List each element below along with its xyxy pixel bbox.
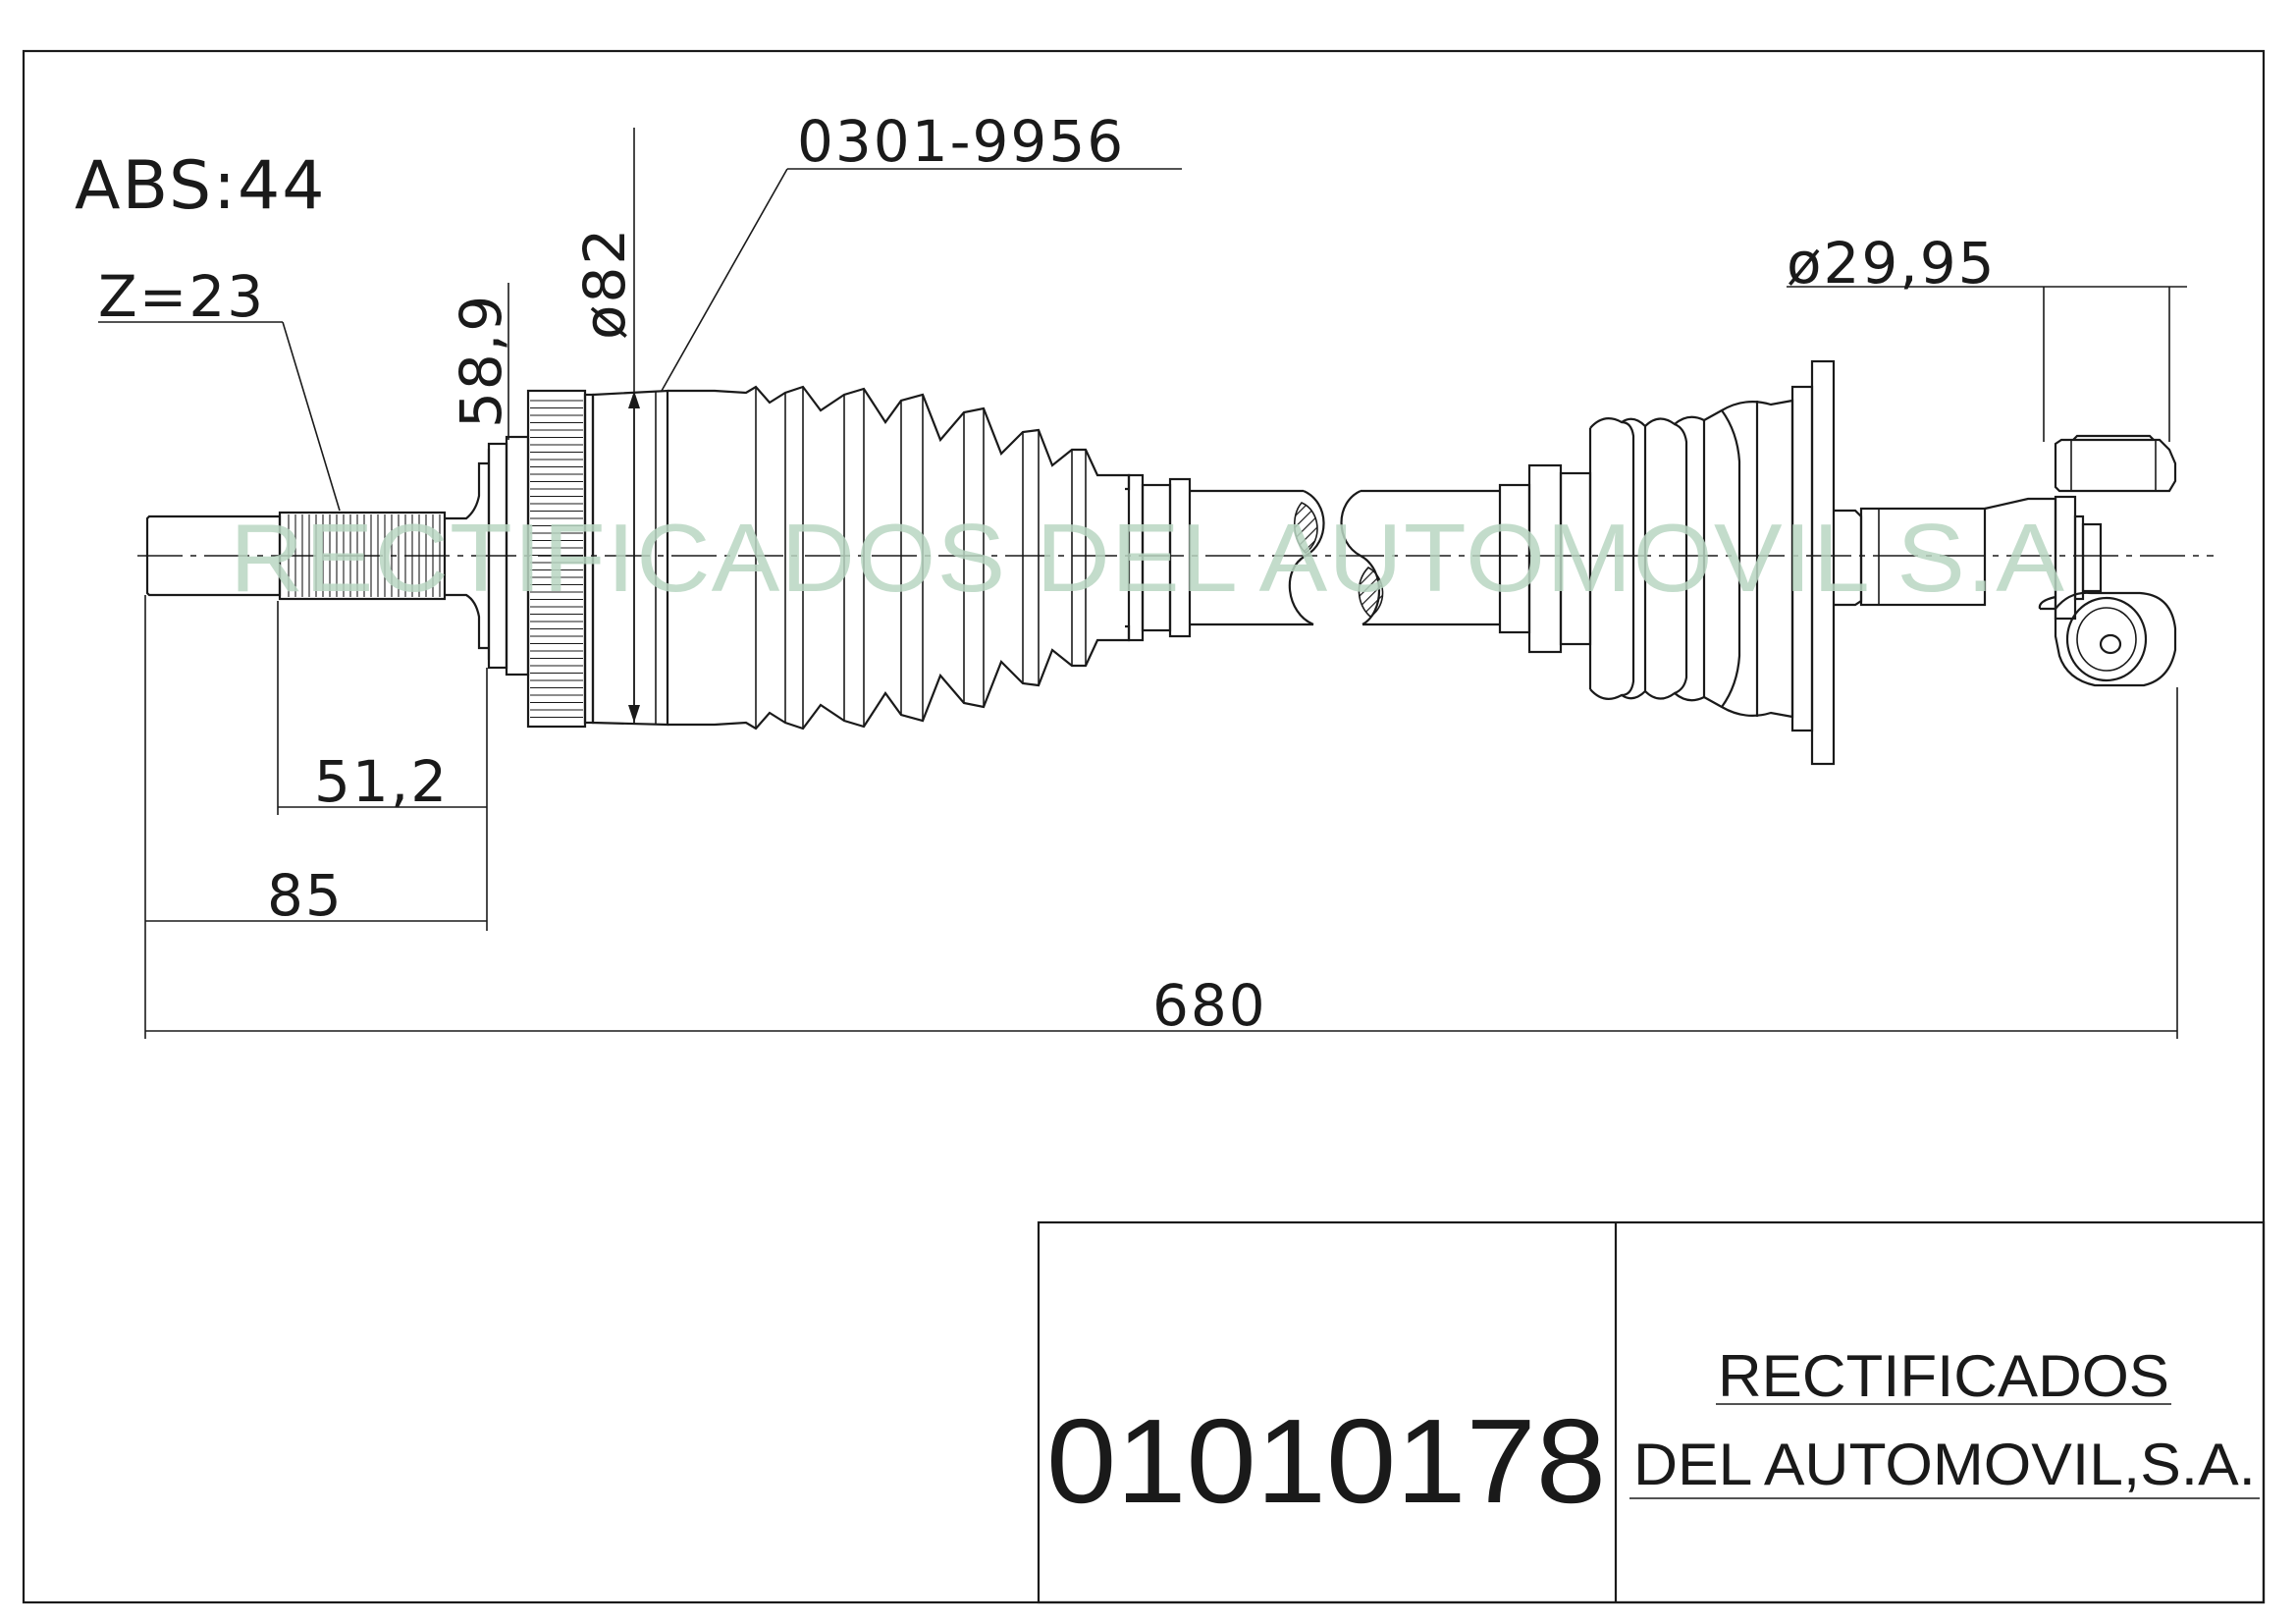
inner-joint-boot <box>1498 359 1836 766</box>
part-number: 01010178 <box>1046 1394 1606 1528</box>
right-end-shaft <box>1834 434 2177 687</box>
spline-length-label: 51,2 <box>314 748 449 815</box>
stub-length-label: 85 <box>267 862 344 929</box>
company-name-line1: RECTIFICADOS <box>1718 1343 2169 1409</box>
spline-label: Z=23 <box>98 263 265 330</box>
abs-ring-teeth <box>530 400 583 719</box>
boot-ref-label: 0301-9956 <box>797 108 1125 175</box>
total-length-label: 680 <box>1152 972 1267 1039</box>
drive-shaft-break <box>1190 489 1500 626</box>
watermark: RECTIFICADOS DEL AUTOMOVIL S.A <box>230 504 2065 612</box>
abs-label: ABS:44 <box>75 147 327 225</box>
company-name-line2: DEL AUTOMOVIL,S.A. <box>1633 1432 2256 1497</box>
dimension-lines <box>98 128 2187 1039</box>
title-block <box>1037 1220 2266 1604</box>
stub-dia-label: 58,9 <box>448 294 514 428</box>
end-dia-label: ø29,95 <box>1787 230 1997 297</box>
outer-dia-label: ø82 <box>571 227 638 340</box>
spline-teeth <box>288 514 441 597</box>
